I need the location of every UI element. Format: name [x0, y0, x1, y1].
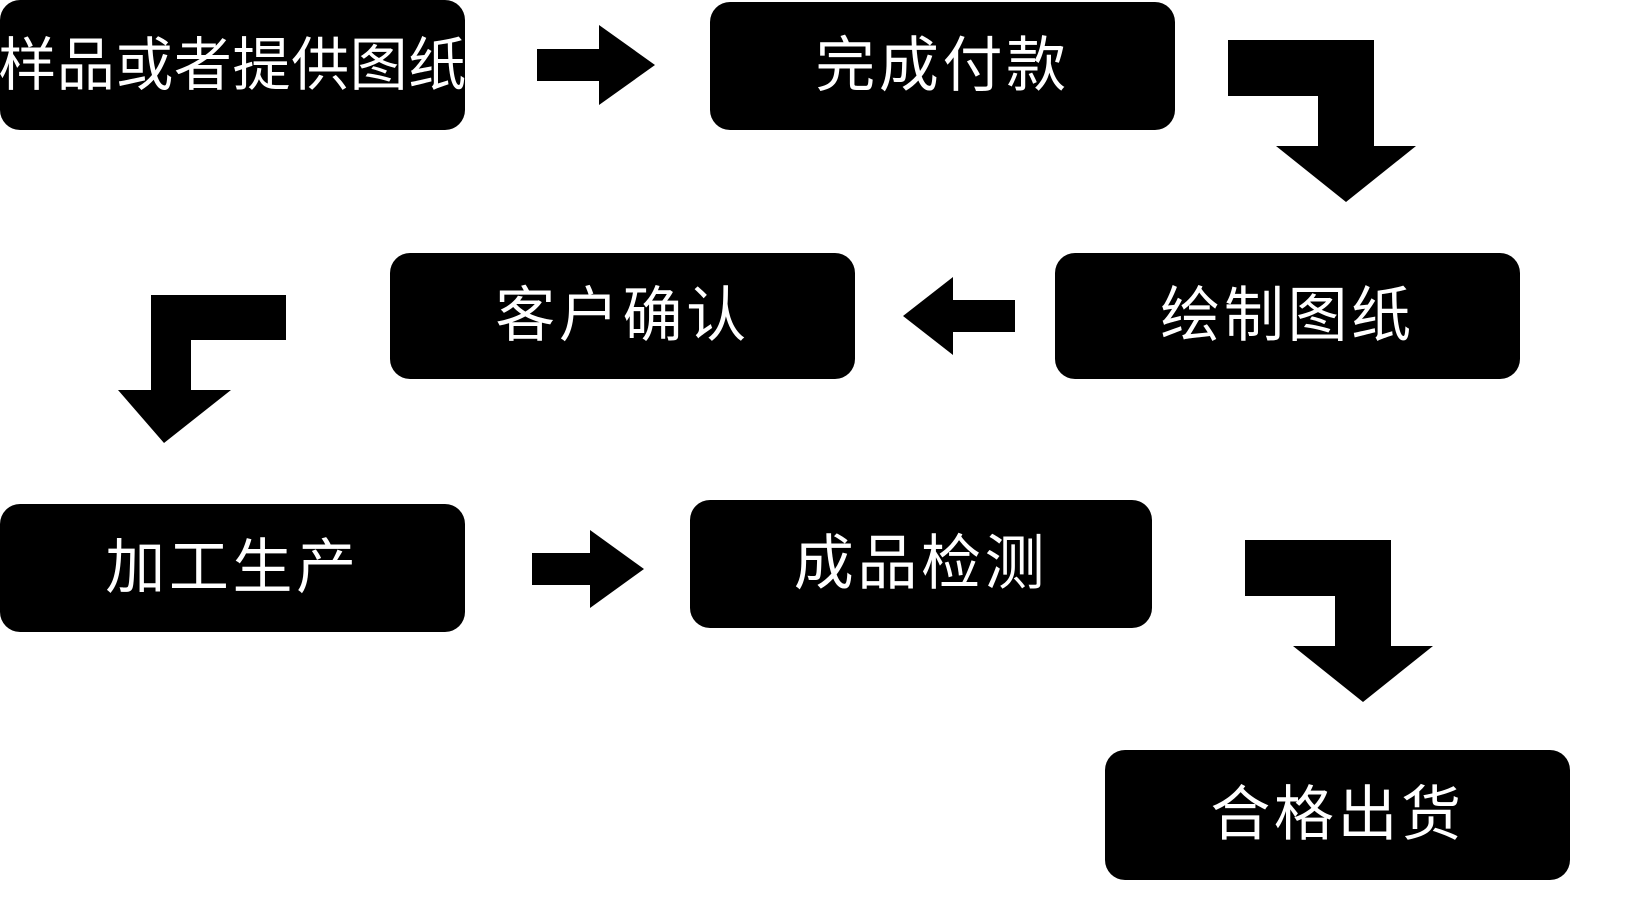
- flow-node-label: 成品检测: [793, 529, 1049, 599]
- flow-node-label: 完成付款: [815, 31, 1070, 101]
- elbow-arrow-down-icon-payment-to-drawing: [1228, 40, 1416, 202]
- flow-node-production[interactable]: 加工生产: [0, 504, 465, 632]
- flow-node-draw-drawing[interactable]: 绘制图纸: [1055, 253, 1520, 379]
- flow-node-label: 客户确认: [495, 281, 750, 351]
- flow-node-complete-payment[interactable]: 完成付款: [710, 2, 1175, 130]
- flow-node-finished-inspection[interactable]: 成品检测: [690, 500, 1152, 628]
- flow-node-sample-or-drawing[interactable]: 样品或者提供图纸: [0, 0, 467, 130]
- flow-node-label: 合格出货: [1210, 780, 1465, 850]
- flow-node-qualified-shipment[interactable]: 合格出货: [1105, 750, 1570, 880]
- flow-node-label: 样品或者提供图纸: [0, 31, 467, 99]
- arrow-right-icon-sample-to-payment: [537, 25, 655, 105]
- flow-node-label: 绘制图纸: [1160, 281, 1415, 351]
- flow-node-label: 加工生产: [105, 533, 360, 603]
- flow-node-customer-confirm[interactable]: 客户确认: [390, 253, 855, 379]
- arrow-right-icon-production-to-inspection: [532, 530, 644, 608]
- arrow-left-icon-drawing-to-confirm: [903, 277, 1015, 355]
- elbow-arrow-down-icon-inspection-to-shipment: [1245, 540, 1433, 702]
- elbow-arrow-down-icon-confirm-to-production: [118, 295, 286, 443]
